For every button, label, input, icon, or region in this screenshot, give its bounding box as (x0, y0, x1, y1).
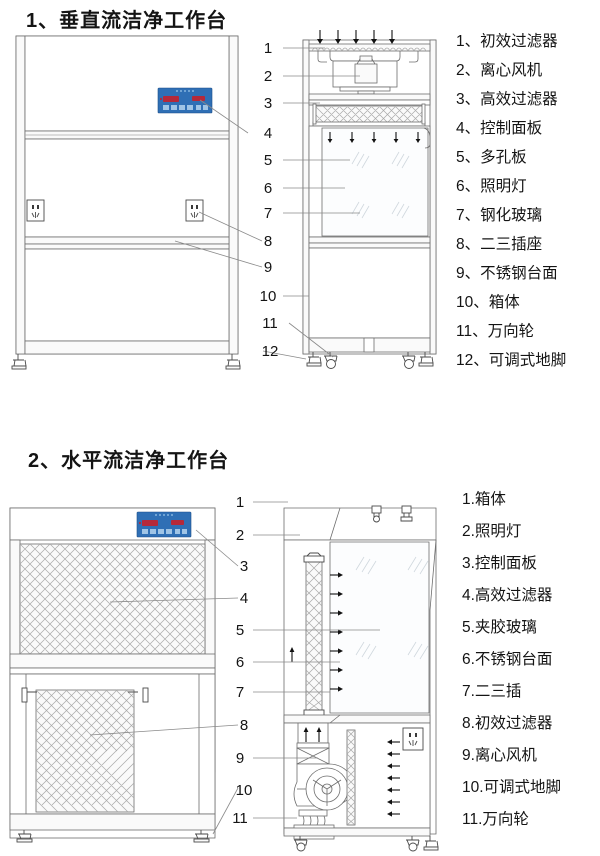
front-elevation-view (9, 507, 216, 843)
legend-item: 5.夹胶玻璃 (462, 619, 537, 636)
legend-item: 4.高效过滤器 (462, 587, 553, 604)
legend-item: 8.初效过滤器 (462, 715, 553, 732)
callout-number: 9 (236, 750, 244, 767)
front-elevation-view (11, 35, 241, 370)
airflow-down-arrow-icon (327, 132, 421, 143)
caster-wheel-icon (402, 352, 416, 369)
airflow-up-arrow-icon (303, 727, 322, 742)
callout-number: 7 (264, 205, 272, 222)
callout-number: 1 (236, 494, 244, 511)
airflow-left-arrow-icon (387, 739, 400, 817)
leveling-foot-icon (11, 354, 27, 370)
leveling-foot-icon (418, 352, 434, 367)
callout-number: 12 (262, 343, 279, 360)
legend-item: 10.可调式地脚 (462, 779, 562, 796)
legend-item: 3.控制面板 (462, 555, 537, 572)
legend-item: 5、多孔板 (456, 149, 527, 166)
callout-number: 2 (236, 527, 244, 544)
leveling-foot-icon (423, 836, 439, 851)
legend-item: 8、二三插座 (456, 236, 543, 253)
callout-number: 4 (264, 125, 272, 142)
lamp-icon (400, 505, 413, 522)
callout-number: 1 (264, 40, 272, 57)
centrifugal-fan-icon (332, 55, 398, 95)
pre-filter-section (346, 729, 356, 826)
legend-item: 10、箱体 (456, 294, 520, 311)
hepa-filter (312, 103, 426, 127)
callout-number: 2 (264, 68, 272, 85)
caster-wheel-icon (16, 830, 33, 843)
tempered-glass (321, 127, 431, 237)
callout-number: 11 (232, 810, 248, 827)
figure-horizontal-flow-clean-bench: 2、水平流洁净工作台 (0, 430, 600, 856)
callout-number: 6 (264, 180, 272, 197)
hepa-filter-front (19, 543, 206, 655)
legend-item: 1、初效过滤器 (456, 33, 558, 50)
lamp-icon (371, 505, 382, 523)
cross-section-view (302, 30, 437, 369)
legend-item: 4、控制面板 (456, 120, 543, 137)
callout-number: 3 (264, 95, 272, 112)
callout-number: 10 (236, 782, 253, 799)
callout-number: 4 (240, 590, 248, 607)
caster-wheel-icon (324, 352, 338, 369)
power-socket-icon (402, 727, 424, 751)
callout-number: 5 (264, 152, 272, 169)
callout-number: 8 (264, 233, 272, 250)
pre-filter (308, 43, 431, 52)
callout-leaders (174, 47, 360, 360)
callout-number: 10 (260, 288, 277, 305)
pre-filter-front (35, 689, 135, 813)
callout-number: 8 (240, 717, 248, 734)
callout-leaders (89, 501, 380, 835)
leveling-foot-icon (306, 352, 322, 367)
legend-item: 3、高效过滤器 (456, 91, 558, 108)
figure-2-drawing: 1 2 3 4 5 6 7 8 9 10 11 (9, 494, 439, 852)
caster-wheel-icon (193, 830, 210, 843)
caster-wheel-icon (406, 836, 420, 852)
callout-number: 9 (264, 259, 272, 276)
legend-item: 1.箱体 (462, 491, 506, 508)
figure-vertical-flow-clean-bench: 1、垂直流洁净工作台 (0, 0, 600, 420)
hepa-filter-section (303, 552, 325, 717)
callout-numbers: 1 2 3 4 5 6 7 8 9 10 11 12 (260, 40, 279, 360)
caster-wheel-icon (294, 836, 308, 852)
leveling-foot-icon (225, 354, 241, 370)
legend-item: 2、离心风机 (456, 62, 543, 79)
laminated-glass (329, 541, 430, 714)
legend-item: 7.二三插 (462, 683, 522, 700)
control-panel-icon[interactable] (157, 87, 213, 114)
callout-number: 11 (262, 315, 278, 332)
control-panel-icon[interactable] (136, 511, 192, 538)
power-socket-icon (26, 199, 45, 222)
legend-item: 6.不锈钢台面 (462, 651, 553, 668)
power-socket-icon (185, 199, 204, 222)
callout-number: 6 (236, 654, 244, 671)
callout-numbers: 1 2 3 4 5 6 7 8 9 10 11 (232, 494, 252, 827)
legend-item: 2.照明灯 (462, 523, 522, 540)
legend-item: 9.离心风机 (462, 747, 537, 764)
figure-1-title: 1、垂直流洁净工作台 (26, 10, 228, 32)
callout-number: 5 (236, 622, 244, 639)
legend-item: 11、万向轮 (456, 323, 535, 340)
callout-number: 7 (236, 684, 244, 701)
airflow-right-arrow-icon (330, 572, 343, 692)
legend-item: 6、照明灯 (456, 178, 527, 195)
legend-item: 11.万向轮 (462, 811, 529, 828)
figure-1-drawing: 1 2 3 4 5 6 7 8 9 10 11 12 (11, 30, 437, 370)
legend-item: 12、可调式地脚 (456, 352, 567, 369)
figure-2-title: 2、水平流洁净工作台 (28, 450, 230, 472)
legend-item: 9、不锈钢台面 (456, 265, 558, 282)
cross-section-view (283, 505, 439, 852)
airflow-down-arrow-icon (317, 30, 395, 44)
callout-number: 3 (240, 558, 248, 575)
legend-item: 7、钢化玻璃 (456, 207, 543, 224)
